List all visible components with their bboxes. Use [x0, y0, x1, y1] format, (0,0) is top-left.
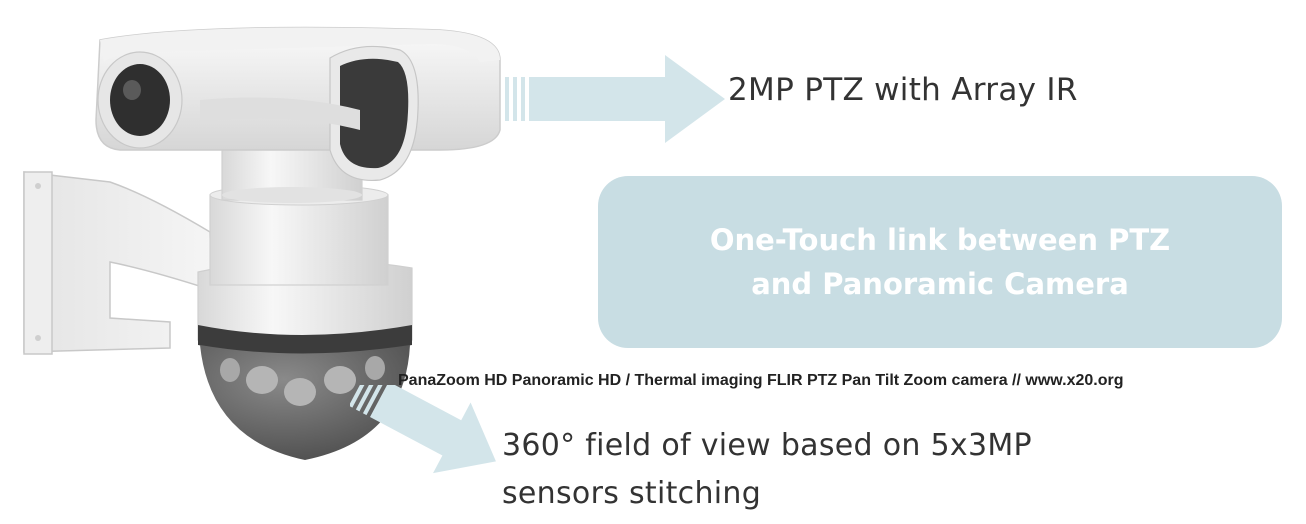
fov-label-line-1: 360° field of view based on 5x3MP: [502, 428, 1032, 463]
link-callout-box: One-Touch link between PTZ and Panoramic…: [598, 176, 1282, 348]
ptz-label: 2MP PTZ with Array IR: [728, 72, 1078, 108]
fov-label-line-2: sensors stitching: [502, 476, 762, 511]
image-caption: PanaZoom HD Panoramic HD / Thermal imagi…: [398, 372, 1124, 389]
diagonal-arrow-icon: [350, 385, 496, 474]
link-callout-line-2: and Panoramic Camera: [751, 267, 1129, 301]
camera-illustration: [23, 26, 501, 460]
link-callout-line-1: One-Touch link between PTZ: [709, 223, 1171, 257]
right-arrow-icon: [505, 55, 725, 143]
